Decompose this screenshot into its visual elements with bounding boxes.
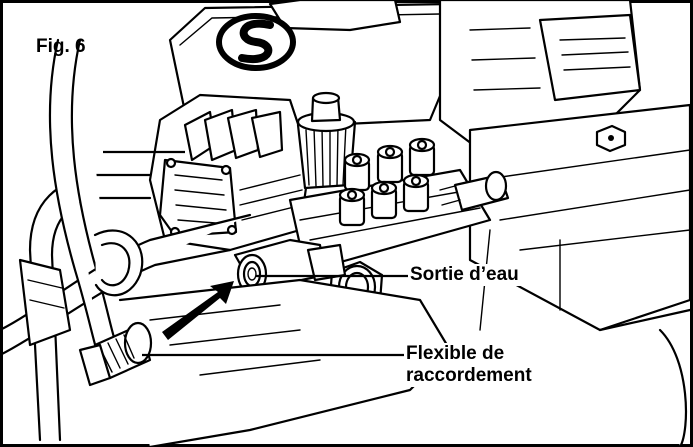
brand-logo: [216, 13, 296, 71]
connection-hose-label: Flexible de raccordement: [404, 343, 534, 387]
hose-coupling: [78, 321, 153, 387]
relief-valve-cap: [296, 91, 357, 190]
connection-hose-label-line2: raccordement: [406, 364, 532, 386]
motor-block: [438, 0, 692, 332]
pump-head: [148, 93, 312, 252]
water-outlet-label: Sortie d’eau: [408, 264, 521, 286]
figure-label: Fig. 6: [36, 36, 86, 57]
pump-manifold: [288, 137, 510, 267]
direction-arrow: [162, 281, 234, 340]
garden-hose: [48, 38, 144, 362]
connection-hose-label-line1: Flexible de: [406, 343, 505, 364]
